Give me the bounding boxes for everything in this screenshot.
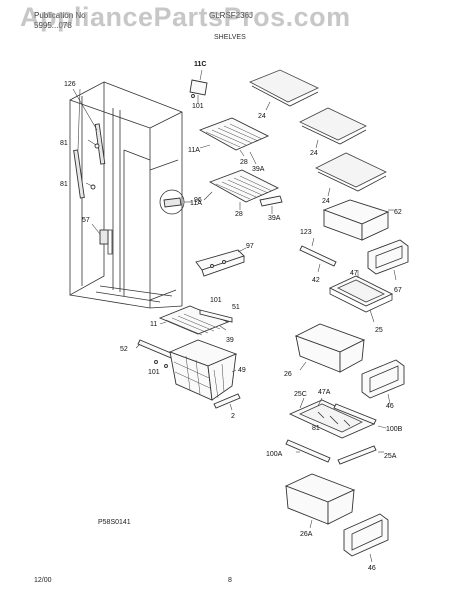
callout-24-2: 24 [310,150,318,157]
callout-11a-lower: 11A [190,200,202,207]
model-number: GLRSF236J [209,11,254,20]
callout-25a: 25A [384,453,397,460]
glass-shelf-2 [299,107,367,149]
rail-2 [213,393,241,411]
diagram-code: P58S0141 [98,519,131,526]
callout-11c: 11C [194,61,206,68]
callout-26a: 26A [300,531,313,538]
callout-2: 2 [231,413,235,420]
callout-46-lower: 46 [368,565,376,572]
callout-123: 123 [300,229,312,236]
door-bin-46-upper [361,359,405,405]
callout-39: 39 [226,337,234,344]
footer-page: 8 [228,577,232,584]
callout-67: 67 [394,287,402,294]
callout-49: 49 [238,367,246,374]
callout-28-lower: 28 [235,211,243,218]
callout-100b: 100B [386,426,403,433]
cover-47a [288,397,387,439]
publication-label: Publication No [34,11,86,20]
callout-25c: 25C [294,391,307,398]
publication-number: 5995...078 [34,21,72,30]
detail-circle-96 [159,189,192,215]
crisper-pan-26 [294,323,366,373]
callout-62: 62 [394,209,402,216]
callout-24-1: 24 [258,113,266,120]
footer-date: 12/00 [34,577,52,584]
pan-26a [284,473,356,529]
section-title: SHELVES [214,34,246,41]
callout-52: 52 [120,346,128,353]
pan-62 [322,199,394,241]
callout-81-lower: 81 [60,181,68,188]
callout-11: 11 [150,321,157,328]
callout-101-mid: 101 [210,297,222,304]
bracket-11c [189,69,208,103]
bin-67 [367,239,409,281]
wire-basket-49 [168,339,238,401]
wire-shelf-11a-upper [198,117,270,165]
callout-81-upper: 81 [60,140,68,147]
rail-42 [299,237,337,273]
callout-101-low: 101 [148,369,160,376]
callout-57: 57 [82,217,90,224]
glass-shelf-3 [315,152,387,197]
light-switch-part [91,223,109,245]
cabinet-outline [69,81,183,309]
callout-126: 126 [64,81,76,88]
rail-100a [285,439,331,463]
callout-24-3: 24 [322,198,330,205]
callout-96: 96 [194,197,202,204]
callout-39a-upper: 39A [252,166,265,173]
watermark-text: AppliancePartsPros.com [20,2,351,32]
callout-28-upper: 28 [240,159,248,166]
door-bin-46-lower [343,513,389,563]
cover-25 [328,270,394,323]
callout-101-top: 101 [192,103,204,110]
callout-47: 47 [350,270,358,277]
callout-47a: 47A [318,389,331,396]
callout-25: 25 [375,327,383,334]
wire-shelf-11 [158,305,233,336]
callout-81-center: 81 [312,425,320,432]
callout-100a: 100A [266,451,283,458]
shelf-ladder-rail [72,88,106,199]
callout-11a-upper: 11A [188,147,200,154]
callout-97: 97 [246,243,254,250]
control-housing-97 [195,247,247,277]
callout-46-upper: 46 [386,403,394,410]
glass-shelf-1 [249,69,319,111]
rail-25a [337,445,384,465]
callout-39a-lower: 39A [268,215,281,222]
callout-42: 42 [312,277,320,284]
wire-shelf-11a-lower [203,169,283,214]
callout-51: 51 [232,304,240,311]
callout-26: 26 [284,371,292,378]
